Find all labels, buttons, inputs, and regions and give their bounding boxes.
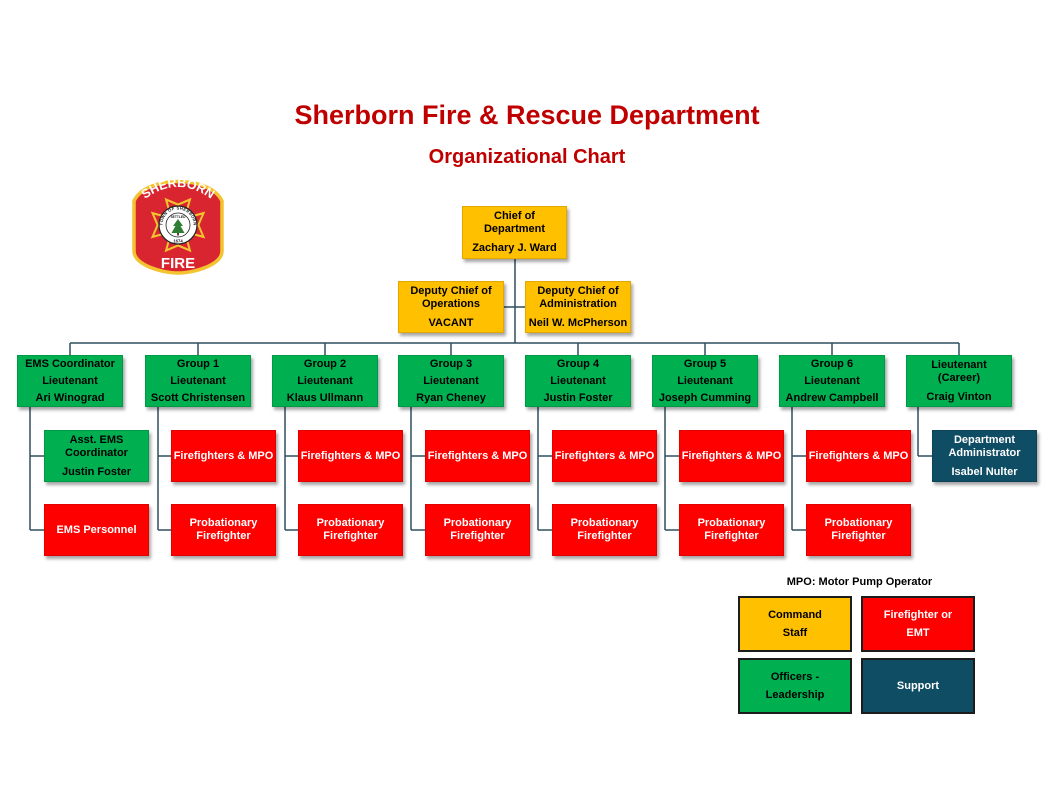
unit-name: Group 1 (176, 357, 220, 370)
group-3-probationary-box: Probationary Firefighter (425, 504, 530, 556)
deputy-chief-administration-box: Deputy Chief of Administration Neil W. M… (525, 281, 631, 333)
person-name: Scott Christensen (150, 391, 246, 404)
logo-bottom-text: FIRE (161, 255, 195, 272)
group-1-box: Group 1 Lieutenant Scott Christensen (145, 355, 251, 407)
person-name: Justin Foster (61, 465, 132, 478)
position-title: Deputy Chief of Operations (410, 284, 492, 310)
group-5-probationary-box: Probationary Firefighter (679, 504, 784, 556)
rank: Lieutenant (42, 374, 98, 387)
legend-label: Command Staff (768, 609, 822, 639)
logo-year-text: 1674 (173, 239, 183, 244)
page-subtitle: Organizational Chart (428, 146, 626, 168)
group-3-firefighters-box: Firefighters & MPO (425, 430, 530, 482)
legend-note: MPO: Motor Pump Operator (786, 576, 933, 588)
person-name: Ryan Cheney (416, 391, 486, 404)
ems-personnel-box: EMS Personnel (44, 504, 149, 556)
rank: Lieutenant (804, 374, 860, 387)
position-title: Probationary Firefighter (316, 517, 385, 542)
group-4-firefighters-box: Firefighters & MPO (552, 430, 657, 482)
rank: Lieutenant (297, 374, 353, 387)
position-title: Firefighters & MPO (554, 449, 655, 462)
asst-ems-coordinator-box: Asst. EMS Coordinator Justin Foster (44, 430, 149, 482)
person-name: Craig Vinton (926, 390, 992, 403)
position-title: Probationary Firefighter (189, 517, 258, 542)
page-title: Sherborn Fire & Rescue Department (294, 100, 760, 130)
position-title: Chief of Department (483, 210, 546, 235)
legend-label: Support (896, 680, 940, 692)
department-administrator-box: Department Administrator Isabel Nulter (932, 430, 1037, 482)
group-6-firefighters-box: Firefighters & MPO (806, 430, 911, 482)
person-name: Isabel Nulter (951, 465, 1018, 478)
group-2-firefighters-box: Firefighters & MPO (298, 430, 403, 482)
group-4-box: Group 4 Lieutenant Justin Foster (525, 355, 631, 407)
position-title: Probationary Firefighter (697, 517, 766, 542)
position-title: Asst. EMS Coordinator (65, 433, 128, 459)
person-name: Andrew Campbell (785, 391, 879, 404)
tree-icon (171, 219, 185, 233)
person-name: Ari Winograd (35, 391, 105, 404)
legend-support: Support (861, 658, 975, 714)
rank: Lieutenant (677, 374, 733, 387)
group-1-probationary-box: Probationary Firefighter (171, 504, 276, 556)
group-3-box: Group 3 Lieutenant Ryan Cheney (398, 355, 504, 407)
person-name: VACANT (428, 316, 474, 329)
legend-label: Firefighter or EMT (883, 609, 953, 639)
legend-firefighter-or-emt: Firefighter or EMT (861, 596, 975, 652)
legend-officers-leadership: Officers - Leadership (738, 658, 852, 714)
position-title: Deputy Chief of Administration (537, 284, 619, 310)
unit-name: Group 5 (683, 357, 727, 370)
ems-coordinator-box: EMS Coordinator Lieutenant Ari Winograd (17, 355, 123, 407)
position-title: Firefighters & MPO (681, 449, 782, 462)
person-name: Neil W. McPherson (528, 316, 628, 329)
lieutenant-career-box: Lieutenant (Career) Craig Vinton (906, 355, 1012, 407)
group-6-box: Group 6 Lieutenant Andrew Campbell (779, 355, 885, 407)
group-4-probationary-box: Probationary Firefighter (552, 504, 657, 556)
person-name: Justin Foster (543, 391, 613, 404)
position-title: Firefighters & MPO (300, 449, 401, 462)
position-title: Firefighters & MPO (808, 449, 909, 462)
position-title: Probationary Firefighter (443, 517, 512, 542)
position-title: EMS Personnel (56, 523, 137, 536)
position-title: Firefighters & MPO (427, 449, 528, 462)
group-2-box: Group 2 Lieutenant Klaus Ullmann (272, 355, 378, 407)
group-1-firefighters-box: Firefighters & MPO (171, 430, 276, 482)
group-2-probationary-box: Probationary Firefighter (298, 504, 403, 556)
unit-name: Group 4 (556, 357, 600, 370)
unit-name: Group 2 (303, 357, 347, 370)
position-title: Probationary Firefighter (570, 517, 639, 542)
rank: Lieutenant (423, 374, 479, 387)
group-5-box: Group 5 Lieutenant Joseph Cumming (652, 355, 758, 407)
logo-settled-text: SETTLED (170, 215, 186, 219)
unit-name: Group 6 (810, 357, 854, 370)
chief-of-department-box: Chief of Department Zachary J. Ward (462, 206, 567, 259)
legend-command-staff: Command Staff (738, 596, 852, 652)
group-5-firefighters-box: Firefighters & MPO (679, 430, 784, 482)
position-title: Firefighters & MPO (173, 449, 274, 462)
legend-label: Officers - Leadership (765, 671, 825, 701)
position-title: Probationary Firefighter (824, 517, 893, 542)
rank: Lieutenant (550, 374, 606, 387)
person-name: Klaus Ullmann (286, 391, 364, 404)
tree-trunk (177, 233, 179, 236)
unit-name: Group 3 (429, 357, 473, 370)
position-title: Department Administrator (948, 433, 1021, 459)
unit-name: EMS Coordinator (25, 357, 115, 370)
person-name: Joseph Cumming (658, 391, 752, 404)
rank: Lieutenant (170, 374, 226, 387)
person-name: Zachary J. Ward (472, 242, 557, 254)
fire-department-badge-logo: TOWN OF SHERBORN SETTLED 1674 SHERBORN F… (132, 176, 224, 275)
position-title: Lieutenant (Career) (931, 358, 987, 384)
group-6-probationary-box: Probationary Firefighter (806, 504, 911, 556)
deputy-chief-operations-box: Deputy Chief of Operations VACANT (398, 281, 504, 333)
